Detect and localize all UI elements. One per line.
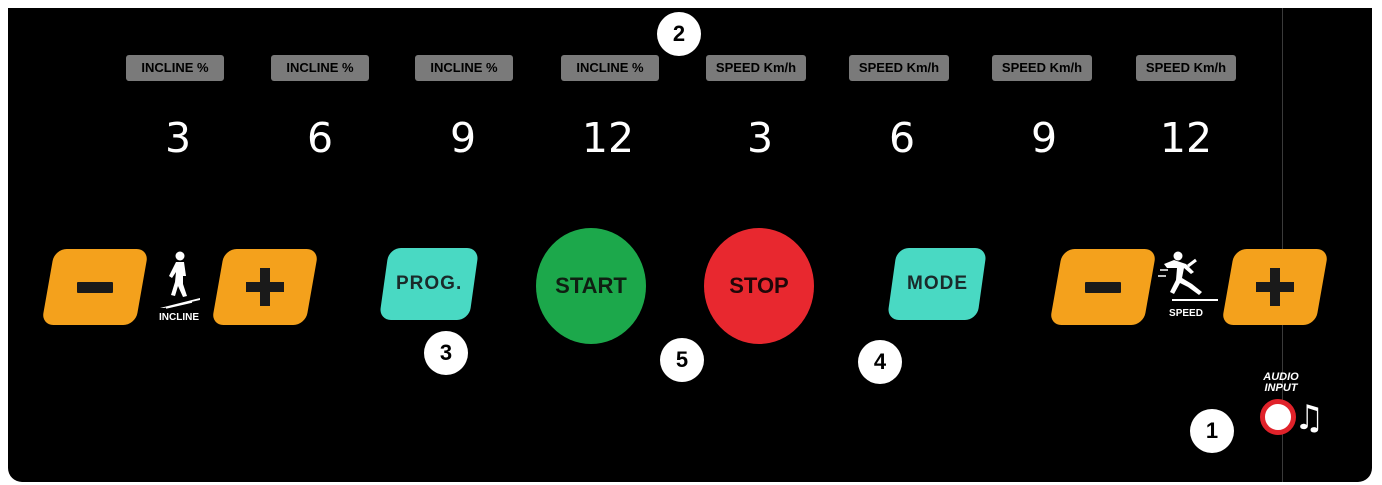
music-note-icon: ♫ (1294, 398, 1325, 438)
preset-label-incline-1: INCLINE % (126, 55, 224, 81)
mode-button-label: MODE (906, 273, 968, 294)
audio-input-label: AUDIO INPUT (1263, 371, 1299, 394)
minus-icon (77, 282, 113, 293)
panel-divider (1282, 8, 1283, 482)
preset-incline-12[interactable]: 12 (581, 114, 635, 162)
preset-label-speed-3: SPEED Km/h (992, 55, 1092, 81)
stop-button-label: STOP (729, 273, 789, 298)
stop-button[interactable]: STOP (704, 228, 814, 344)
preset-label-speed-2: SPEED Km/h (849, 55, 949, 81)
preset-label-incline-2: INCLINE % (271, 55, 369, 81)
start-button-label: START (555, 273, 627, 298)
preset-label-incline-4: INCLINE % (561, 55, 659, 81)
runner-on-incline-icon (160, 251, 200, 309)
minus-icon (1085, 282, 1121, 293)
incline-caption: INCLINE (159, 312, 199, 323)
incline-minus-button[interactable] (41, 249, 149, 325)
speed-minus-button[interactable] (1049, 249, 1157, 325)
callout-badge-3: 3 (424, 331, 468, 375)
speed-plus-button[interactable] (1221, 249, 1329, 325)
preset-incline-3[interactable]: 3 (164, 114, 192, 162)
preset-speed-3[interactable]: 3 (746, 114, 774, 162)
callout-badge-1: 1 (1190, 409, 1234, 453)
sprinter-icon (1158, 251, 1218, 301)
prog-button-label: PROG. (395, 273, 463, 294)
preset-label-speed-4: SPEED Km/h (1136, 55, 1236, 81)
preset-label-speed-1: SPEED Km/h (706, 55, 806, 81)
callout-badge-5: 5 (660, 338, 704, 382)
preset-speed-9[interactable]: 9 (1030, 114, 1058, 162)
console-panel: 2 INCLINE % INCLINE % INCLINE % INCLINE … (8, 8, 1372, 482)
prog-button[interactable]: PROG. (378, 248, 480, 320)
start-button[interactable]: START (536, 228, 646, 344)
speed-caption: SPEED (1169, 308, 1203, 319)
mode-button[interactable]: MODE (886, 248, 988, 320)
preset-incline-6[interactable]: 6 (306, 114, 334, 162)
callout-badge-4: 4 (858, 340, 902, 384)
callout-badge-2: 2 (657, 12, 701, 56)
preset-label-incline-3: INCLINE % (415, 55, 513, 81)
preset-speed-12[interactable]: 12 (1159, 114, 1213, 162)
preset-incline-9[interactable]: 9 (449, 114, 477, 162)
preset-speed-6[interactable]: 6 (888, 114, 916, 162)
audio-input-jack[interactable] (1260, 399, 1296, 435)
incline-plus-button[interactable] (211, 249, 319, 325)
